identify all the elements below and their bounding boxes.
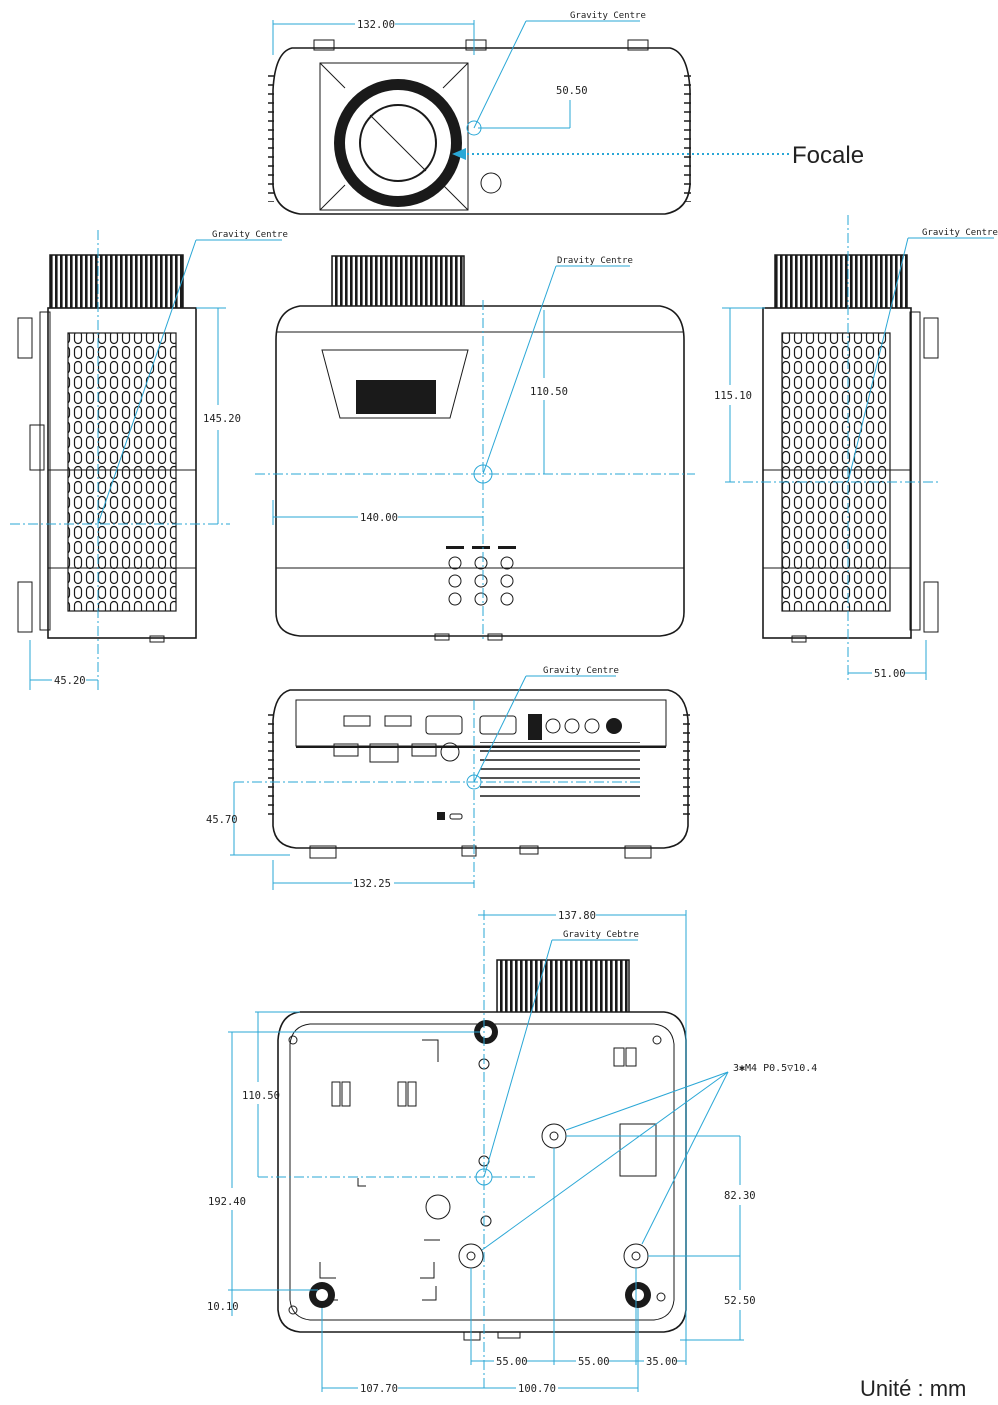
bottom-view: 137.80 Gravity Cebtre 110.50 192.40 10.1… xyxy=(207,910,817,1395)
dim-bottom-hole-y1: 82.30 xyxy=(724,1190,756,1202)
label-unit: Unité : mm xyxy=(860,1376,966,1401)
label-gravity-front: Dravity Centre xyxy=(557,256,633,266)
dim-bottom-gc-depth: 110.50 xyxy=(242,1090,280,1102)
label-gravity-right: Gravity Centre xyxy=(922,228,998,238)
label-gravity-bottom: Gravity Cebtre xyxy=(563,930,639,940)
dim-top-depth: 50.50 xyxy=(556,85,588,97)
rear-view: 45.70 132.25 Gravity Centre xyxy=(206,666,690,890)
dim-left-offset: 45.20 xyxy=(54,675,86,687)
dim-bottom-x4: 107.70 xyxy=(360,1383,398,1395)
dim-bottom-x3: 35.00 xyxy=(646,1356,678,1368)
dim-bottom-x2: 55.00 xyxy=(578,1356,610,1368)
right-side-view: 115.10 51.00 Gravity Centre xyxy=(714,215,998,680)
label-screw-spec: 3✱M4 P0.5▽10.4 xyxy=(733,1063,817,1074)
dim-right-offset: 51.00 xyxy=(874,668,906,680)
top-view: 132.00 50.50 Gravity Centre Focale xyxy=(268,11,864,215)
dim-bottom-x5: 100.70 xyxy=(518,1383,556,1395)
dim-right-height: 115.10 xyxy=(714,390,752,402)
control-buttons xyxy=(446,546,516,606)
label-gravity-left: Gravity Centre xyxy=(212,230,288,240)
dim-bottom-foot: 10.10 xyxy=(207,1301,239,1313)
dim-left-height: 145.20 xyxy=(203,413,241,425)
dim-rear-height: 45.70 xyxy=(206,814,238,826)
dim-front-width: 140.00 xyxy=(360,512,398,524)
dim-bottom-x1: 55.00 xyxy=(496,1356,528,1368)
dim-top-width: 132.00 xyxy=(357,19,395,31)
dim-bottom-total: 192.40 xyxy=(208,1196,246,1208)
label-gravity-top: Gravity Centre xyxy=(570,11,646,21)
dim-rear-width: 132.25 xyxy=(353,878,391,890)
front-view: 110.50 140.00 Dravity Centre xyxy=(255,255,695,641)
dim-front-height: 110.50 xyxy=(530,386,568,398)
dim-bottom-hole-y2: 52.50 xyxy=(724,1295,756,1307)
dim-bottom-width: 137.80 xyxy=(558,910,596,922)
label-gravity-rear: Gravity Centre xyxy=(543,666,619,676)
left-side-view: 145.20 45.20 Gravity Centre xyxy=(10,230,288,690)
label-focale: Focale xyxy=(792,142,864,169)
